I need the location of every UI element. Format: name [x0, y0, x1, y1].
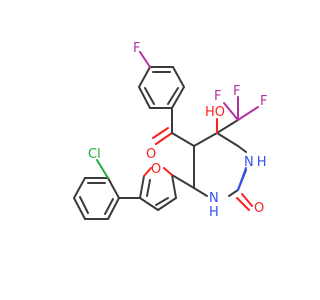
atom-o-urea: O: [254, 201, 264, 216]
atom-nh-lower: N: [209, 191, 219, 206]
atom-f-cf3-top: F: [233, 84, 240, 99]
atom-nh-lower-h: H: [209, 205, 219, 220]
bond-carbonyl-c5: [171, 132, 195, 147]
atom-o-furan: O: [151, 162, 161, 177]
atom-cl: Cl: [88, 147, 101, 162]
bond-cf3-f-left: [223, 102, 239, 121]
bond-n-upper-c2: [237, 167, 247, 191]
bond-c6-furan: [171, 174, 195, 189]
chlorophenyl-ring: [73, 177, 120, 220]
bond-carbonyl-o-double: [152, 127, 169, 139]
bond-furan-o-2: [143, 167, 152, 177]
bond-carbonyl-o: [155, 132, 173, 145]
bond-f-aryl: [139, 51, 151, 68]
atom-f-top: F: [133, 41, 140, 56]
furan-ring: [139, 174, 177, 211]
atom-f-cf3-left: F: [214, 89, 221, 104]
atom-oh: HO: [205, 105, 225, 120]
bond-urea-o: [241, 193, 253, 207]
fluorophenyl-ring: [138, 66, 185, 109]
bond-cl-aryl: [96, 159, 109, 179]
bond-cf3-f-right: [237, 106, 259, 121]
atom-f-cf3-right: F: [260, 94, 267, 109]
bond-urea-o-double: [236, 197, 250, 211]
atom-o-ketone: O: [146, 147, 156, 162]
bond-furan-o-1: [163, 167, 173, 176]
bond-c4-cf3: [216, 119, 239, 134]
